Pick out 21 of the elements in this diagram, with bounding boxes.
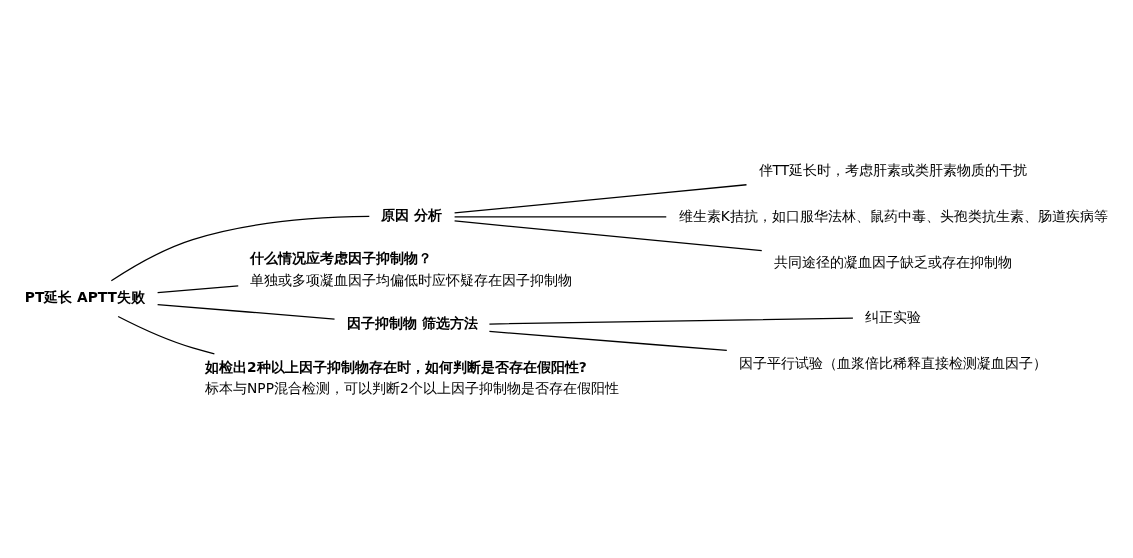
connector xyxy=(488,330,728,352)
connector xyxy=(453,220,763,252)
connector xyxy=(453,216,667,218)
connector xyxy=(117,315,216,355)
node-text: 什么情况应考虑因子抑制物？ xyxy=(250,250,433,267)
node-text: 如检出2种以上因子抑制物存在时，如何判断是否存在假阳性? xyxy=(205,358,587,375)
connector xyxy=(453,184,748,214)
connector xyxy=(157,303,336,320)
node-label: 标本与NPP混合检测，可以判断2个以上因子抑制物是否存在假阳性 xyxy=(205,380,619,397)
node-text: 原因 分析 xyxy=(381,207,443,224)
node-text: PT延长 APTT失败 xyxy=(24,288,145,305)
connector xyxy=(110,215,370,282)
node-text: 共同途径的凝血因子缺乏或存在抑制物 xyxy=(774,254,1013,271)
node-text: 维生素K拮抗，如口服华法林、鼠药中毒、头孢类抗生素、肠道疾病等 xyxy=(678,208,1108,225)
connector xyxy=(488,317,854,325)
node-text: 纠正实验 xyxy=(864,308,921,325)
connector xyxy=(157,285,239,294)
node-label: 单独或多项凝血因子均偏低时应怀疑存在因子抑制物 xyxy=(250,272,573,289)
node-text: 因子抑制物 筛选方法 xyxy=(346,315,478,332)
node-text: 因子平行试验（血浆倍比稀释直接检测凝血因子） xyxy=(738,354,1047,371)
node-text: 伴TT延长时，考虑肝素或类肝素物质的干扰 xyxy=(758,161,1028,178)
